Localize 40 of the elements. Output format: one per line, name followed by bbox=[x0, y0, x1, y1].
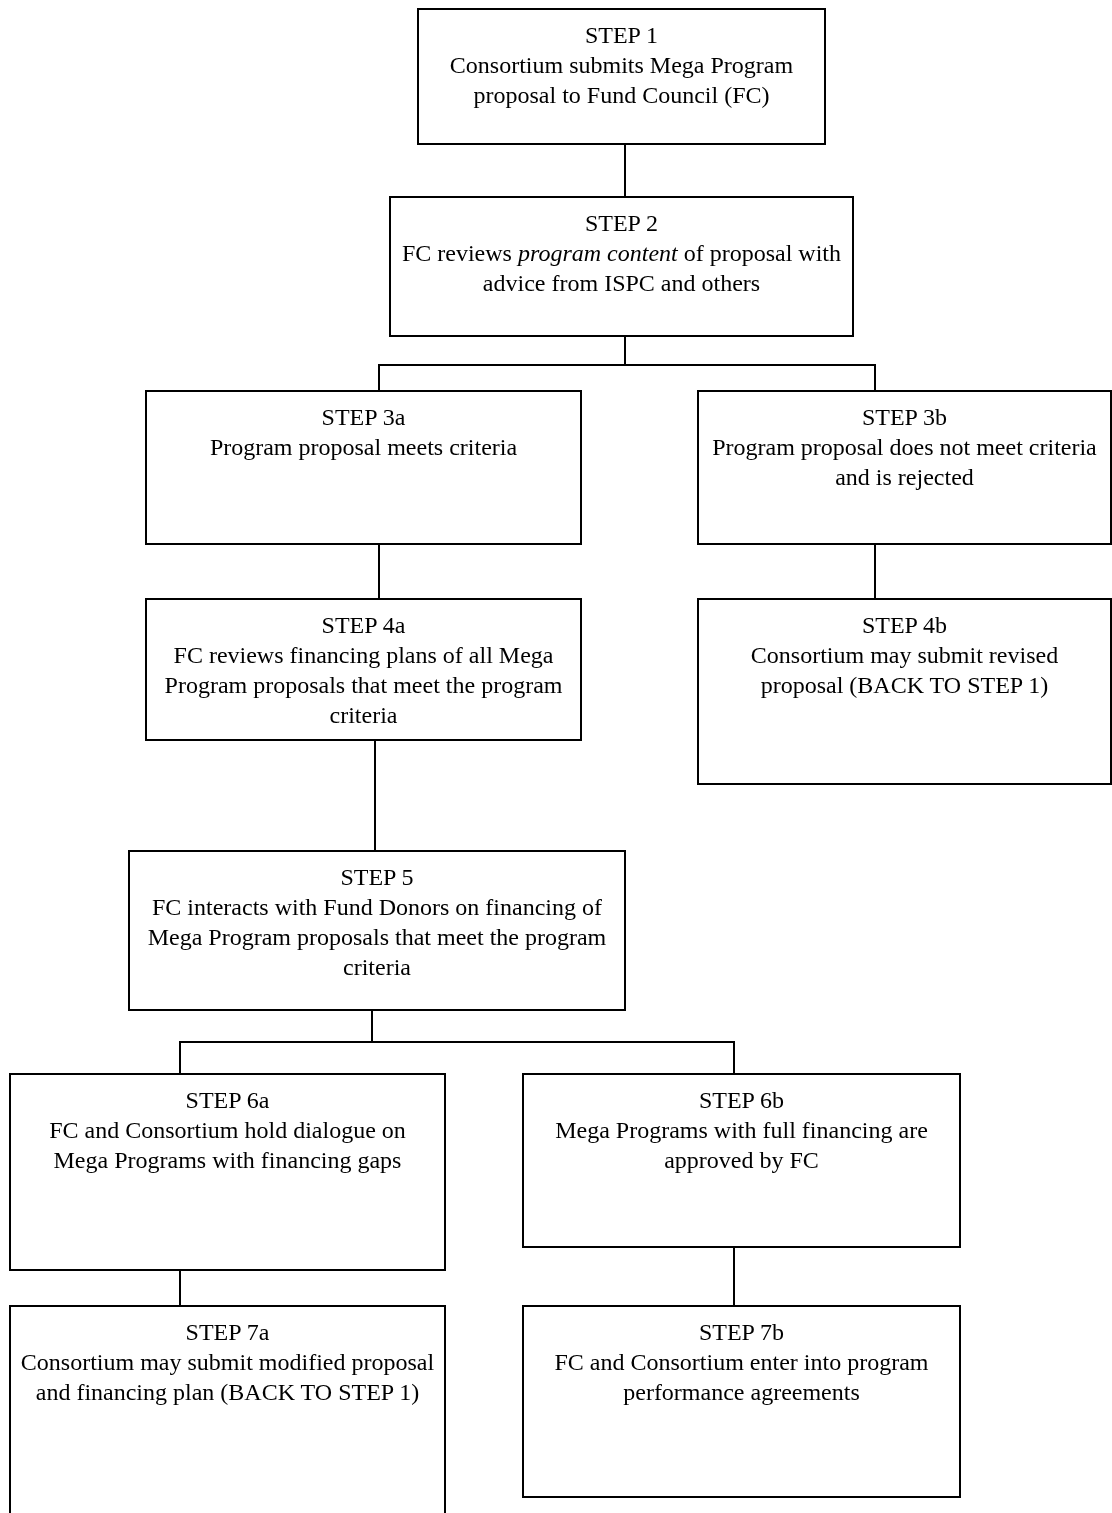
step-heading: STEP 3a bbox=[320, 403, 407, 432]
step-box bbox=[389, 196, 854, 337]
step-box bbox=[128, 850, 626, 1011]
step-heading: STEP 7a bbox=[184, 1318, 271, 1347]
step-description: FC reviews financing plans of all Mega Program proposals that meet the program criteria bbox=[163, 641, 564, 730]
step-description: Mega Programs with full financing are approved by FC bbox=[554, 1116, 929, 1175]
step-heading: STEP 4a bbox=[320, 611, 407, 640]
step-box bbox=[145, 598, 582, 741]
step-box bbox=[697, 390, 1112, 545]
connector-line bbox=[378, 544, 380, 599]
step-description: Consortium may submit revised proposal (BACK TO STEP 1) bbox=[749, 641, 1060, 700]
connector-line bbox=[624, 144, 626, 197]
step-box bbox=[417, 8, 826, 145]
step-box bbox=[145, 390, 582, 545]
connector-line bbox=[624, 336, 876, 391]
connector-line bbox=[733, 1247, 735, 1306]
connector-line bbox=[179, 1270, 181, 1306]
step-heading: STEP 6b bbox=[697, 1086, 786, 1115]
step-box bbox=[522, 1073, 961, 1248]
step-box bbox=[9, 1073, 446, 1271]
step-heading: STEP 3b bbox=[860, 403, 949, 432]
step-heading: STEP 7b bbox=[697, 1318, 786, 1347]
step-box bbox=[697, 598, 1112, 785]
step-description: FC and Consortium enter into program performance agreements bbox=[553, 1348, 930, 1407]
step-box bbox=[522, 1305, 961, 1498]
connector-line bbox=[374, 740, 376, 851]
step-heading: STEP 4b bbox=[860, 611, 949, 640]
step-description: Consortium submits Mega Program proposal to Fund Council (FC) bbox=[448, 51, 795, 110]
step-description: Program proposal does not meet criteria and is rejected bbox=[711, 433, 1098, 492]
step-description: FC interacts with Fund Donors on financing of Mega Program proposals that meet the program criteria bbox=[146, 893, 608, 982]
step-box bbox=[9, 1305, 446, 1513]
step-description: FC reviews program content of proposal with advice from ISPC and others bbox=[400, 239, 843, 298]
step-heading: STEP 2 bbox=[583, 209, 660, 238]
step-description: Program proposal meets criteria bbox=[208, 433, 519, 462]
step-heading: STEP 1 bbox=[583, 21, 660, 50]
step-description: Consortium may submit modified proposal and financing plan (BACK TO STEP 1) bbox=[19, 1348, 436, 1407]
step-heading: STEP 5 bbox=[339, 863, 415, 892]
step-heading: STEP 6a bbox=[184, 1086, 271, 1115]
step-description: FC and Consortium hold dialogue on Mega Programs with financing gaps bbox=[48, 1116, 407, 1175]
connector-line bbox=[874, 544, 876, 599]
